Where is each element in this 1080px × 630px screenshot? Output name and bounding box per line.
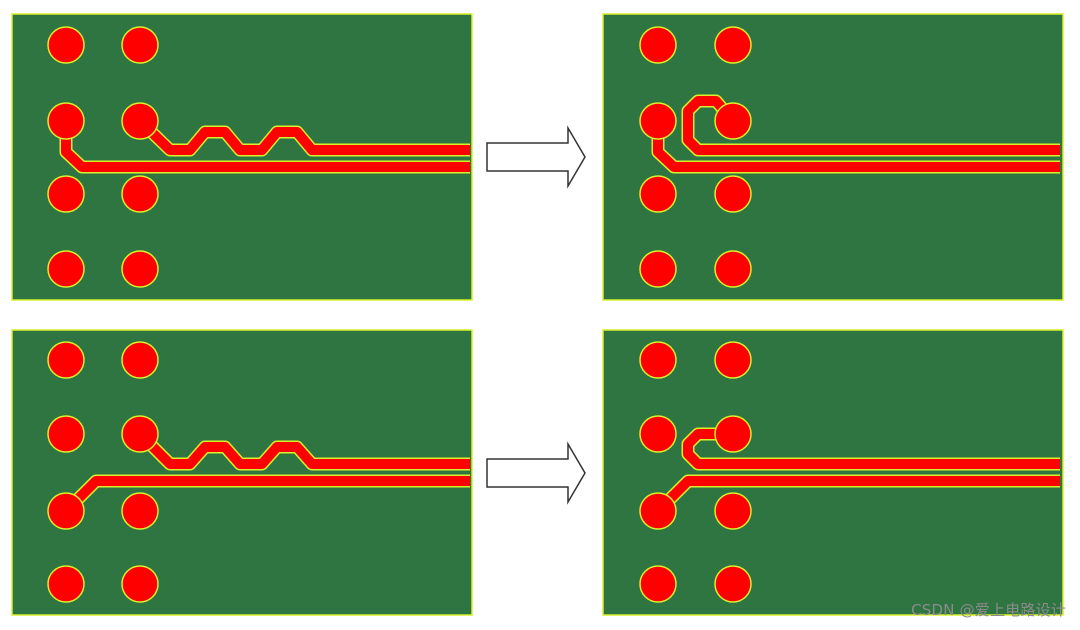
pad — [121, 565, 159, 603]
top-left-board — [11, 13, 473, 301]
pad — [639, 26, 677, 64]
pad — [47, 102, 85, 140]
pad — [639, 102, 677, 140]
pad — [121, 250, 159, 288]
pad — [714, 26, 752, 64]
pad — [121, 102, 159, 140]
pad — [714, 102, 752, 140]
pad — [714, 175, 752, 213]
pad — [121, 26, 159, 64]
right-arrow-icon — [486, 441, 586, 505]
pad — [714, 565, 752, 603]
pad — [47, 492, 85, 530]
pad — [639, 175, 677, 213]
pad — [714, 341, 752, 379]
pad — [639, 341, 677, 379]
pad — [121, 175, 159, 213]
pad — [639, 250, 677, 288]
pad — [47, 175, 85, 213]
pad — [47, 341, 85, 379]
pad — [639, 415, 677, 453]
bottom-right-board — [602, 329, 1064, 616]
pad — [47, 565, 85, 603]
board-substrate — [11, 329, 473, 616]
pad — [121, 492, 159, 530]
bottom-left-board — [11, 329, 473, 616]
board-substrate — [602, 13, 1064, 301]
pad — [714, 492, 752, 530]
top-right-board — [602, 13, 1064, 301]
traces — [651, 94, 1060, 174]
loop-trace-core — [683, 96, 1060, 155]
loop-trace-core — [683, 429, 1060, 469]
pad — [47, 26, 85, 64]
board-substrate — [11, 13, 473, 301]
right-arrow-icon — [486, 125, 586, 189]
board-substrate — [602, 329, 1064, 616]
watermark-text: CSDN @爱上电路设计 — [911, 601, 1066, 619]
pad — [121, 341, 159, 379]
pad — [714, 250, 752, 288]
pad — [714, 415, 752, 453]
pad — [47, 250, 85, 288]
serpentine-trace-core — [136, 430, 470, 469]
pad — [47, 415, 85, 453]
pad — [639, 565, 677, 603]
pad — [639, 492, 677, 530]
serpentine-trace-core — [136, 117, 470, 155]
pad — [121, 415, 159, 453]
